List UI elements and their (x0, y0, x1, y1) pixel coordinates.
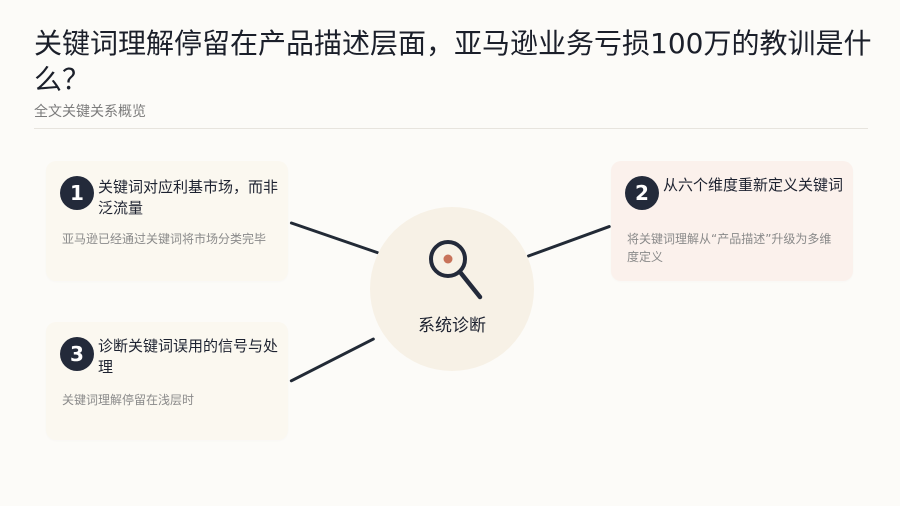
hub-label: 系统诊断 (418, 316, 486, 336)
central-hub: 系统诊断 (370, 207, 534, 371)
card-2-title: 从六个维度重新定义关键词 (663, 176, 844, 194)
connector-line-1 (289, 221, 380, 255)
card-3-desc: 关键词理解停留在浅层时 (62, 393, 195, 407)
number-badge-1: 1 (60, 176, 94, 210)
number-badge-2: 2 (625, 176, 659, 210)
card-1-desc: 亚马逊已经通过关键词将市场分类完毕 (62, 232, 267, 246)
card-3-title: 诊断关键词误用的信号与处理 (98, 337, 279, 376)
card-1-title: 关键词对应利基市场，而非泛流量 (98, 178, 279, 217)
connector-line-3 (289, 337, 376, 383)
card-2: 2 从六个维度重新定义关键词 将关键词理解从“产品描述”升级为多维度定义 (611, 161, 853, 281)
page-title: 关键词理解停留在产品描述层面，亚马逊业务亏损100万的教训是什么？ (34, 27, 872, 96)
card-2-desc: 将关键词理解从“产品描述”升级为多维度定义 (627, 232, 832, 264)
number-badge-3: 3 (60, 337, 94, 371)
magnifier-icon (429, 240, 483, 300)
card-3: 3 诊断关键词误用的信号与处理 关键词理解停留在浅层时 (46, 322, 288, 440)
card-1: 1 关键词对应利基市场，而非泛流量 亚马逊已经通过关键词将市场分类完毕 (46, 161, 288, 281)
page-subtitle: 全文关键关系概览 (34, 104, 146, 120)
header-divider (34, 128, 868, 129)
connector-line-2 (526, 224, 612, 258)
